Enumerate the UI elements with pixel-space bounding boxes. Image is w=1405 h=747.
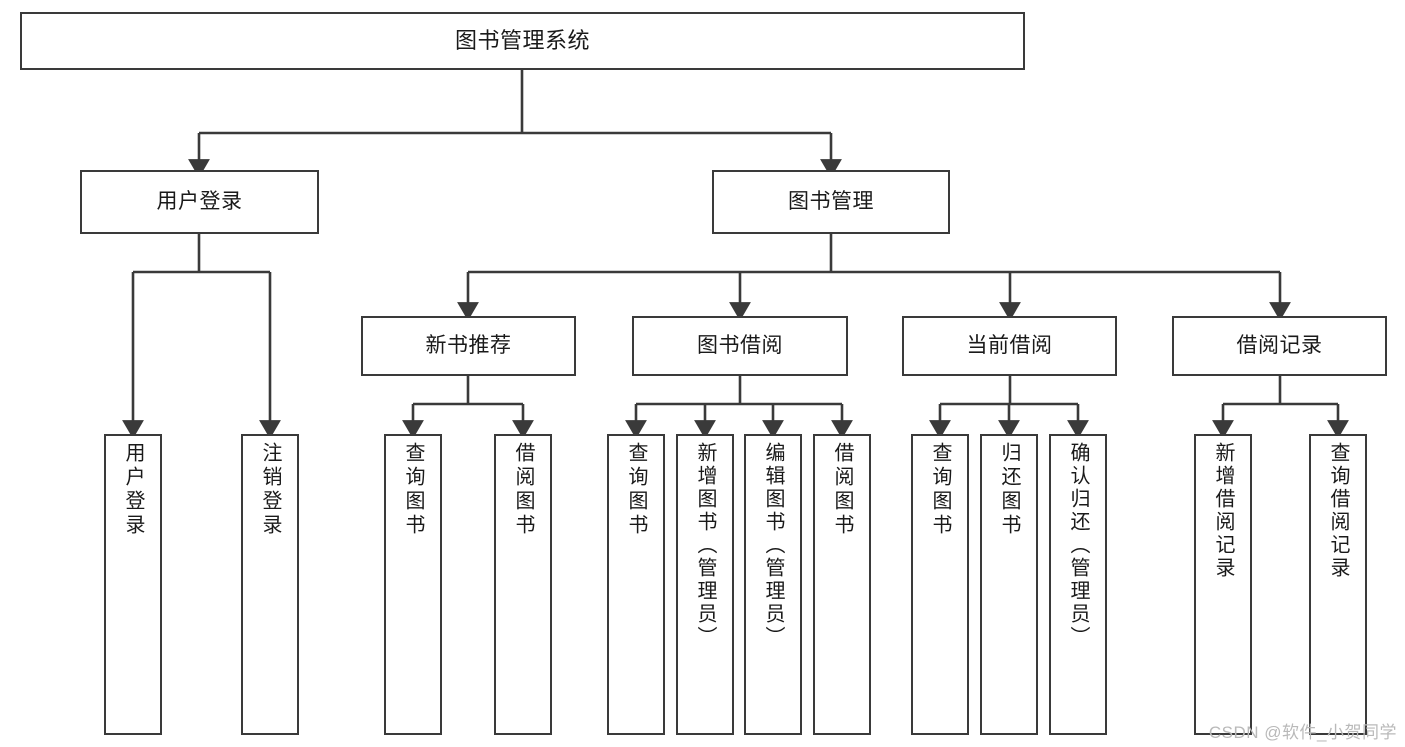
node-leaf-borrow-book-2-label: 借阅图书 [831, 442, 853, 538]
node-leaf-logout-label: 注销登录 [259, 442, 281, 538]
node-leaf-borrow-book-1[interactable]: 借阅图书 [494, 434, 552, 735]
node-leaf-add-book-label: 新增图书（管理员） [694, 442, 716, 649]
node-new-book-recommend[interactable]: 新书推荐 [361, 316, 576, 376]
node-leaf-add-record[interactable]: 新增借阅记录 [1194, 434, 1252, 735]
node-leaf-edit-book-label: 编辑图书（管理员） [762, 442, 784, 649]
node-user-login-label: 用户登录 [156, 190, 243, 214]
node-root[interactable]: 图书管理系统 [20, 12, 1025, 70]
node-leaf-query-book-2[interactable]: 查询图书 [607, 434, 665, 735]
node-leaf-return-book[interactable]: 归还图书 [980, 434, 1038, 735]
node-new-book-recommend-label: 新书推荐 [425, 334, 512, 358]
node-leaf-confirm-return[interactable]: 确认归还（管理员） [1049, 434, 1107, 735]
node-leaf-borrow-book-1-label: 借阅图书 [512, 442, 534, 538]
node-leaf-query-book-3-label: 查询图书 [929, 442, 951, 538]
node-root-label: 图书管理系统 [454, 27, 590, 53]
node-leaf-add-book[interactable]: 新增图书（管理员） [676, 434, 734, 735]
node-leaf-confirm-return-label: 确认归还（管理员） [1067, 442, 1089, 649]
node-leaf-user-login-label: 用户登录 [122, 442, 144, 538]
node-borrow-record[interactable]: 借阅记录 [1172, 316, 1387, 376]
node-borrow-record-label: 借阅记录 [1236, 334, 1323, 358]
node-book-borrow[interactable]: 图书借阅 [632, 316, 848, 376]
node-leaf-user-login[interactable]: 用户登录 [104, 434, 162, 735]
node-leaf-query-book-3[interactable]: 查询图书 [911, 434, 969, 735]
node-user-login[interactable]: 用户登录 [80, 170, 319, 234]
node-leaf-borrow-book-2[interactable]: 借阅图书 [813, 434, 871, 735]
node-leaf-query-record-label: 查询借阅记录 [1327, 442, 1349, 580]
csdn-watermark: CSDN @软件_小贺同学 [1208, 723, 1397, 742]
node-leaf-query-book-1[interactable]: 查询图书 [384, 434, 442, 735]
node-leaf-query-book-2-label: 查询图书 [625, 442, 647, 538]
node-leaf-edit-book[interactable]: 编辑图书（管理员） [744, 434, 802, 735]
node-book-manage-label: 图书管理 [788, 190, 874, 214]
node-book-manage[interactable]: 图书管理 [712, 170, 950, 234]
node-book-borrow-label: 图书借阅 [697, 334, 783, 358]
node-current-borrow[interactable]: 当前借阅 [902, 316, 1117, 376]
node-current-borrow-label: 当前借阅 [966, 334, 1053, 358]
node-leaf-logout[interactable]: 注销登录 [241, 434, 299, 735]
node-leaf-add-record-label: 新增借阅记录 [1212, 442, 1234, 580]
node-leaf-query-record[interactable]: 查询借阅记录 [1309, 434, 1367, 735]
node-leaf-return-book-label: 归还图书 [998, 442, 1020, 538]
node-leaf-query-book-1-label: 查询图书 [402, 442, 424, 538]
